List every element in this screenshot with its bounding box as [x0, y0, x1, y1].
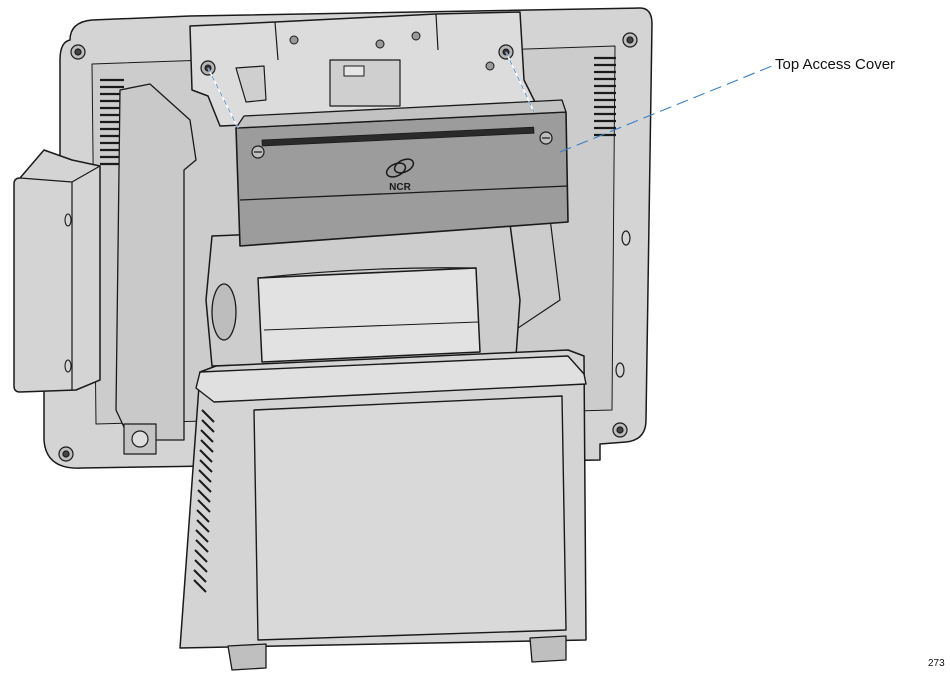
display-vent-right — [594, 56, 616, 137]
ncr-logo-text: NCR — [389, 182, 411, 193]
cover-screw-left — [251, 145, 265, 159]
ncr-logo-icon — [385, 158, 415, 178]
cover-screw-right — [539, 131, 553, 145]
callout-leader-line — [559, 65, 773, 153]
card-reader-module — [13, 149, 101, 393]
base-feet — [227, 635, 567, 671]
terminal-base — [179, 349, 587, 671]
top-access-cover-label: Top Access Cover — [775, 56, 896, 73]
figure-number: 273 — [928, 658, 945, 669]
stand-hinge — [205, 223, 521, 367]
bracket-screw-right — [498, 44, 514, 60]
top-mounting-bracket — [189, 11, 541, 127]
shell-corner-screws — [58, 32, 638, 462]
top-access-cover: NCR — [235, 99, 569, 247]
base-vent — [193, 409, 215, 593]
